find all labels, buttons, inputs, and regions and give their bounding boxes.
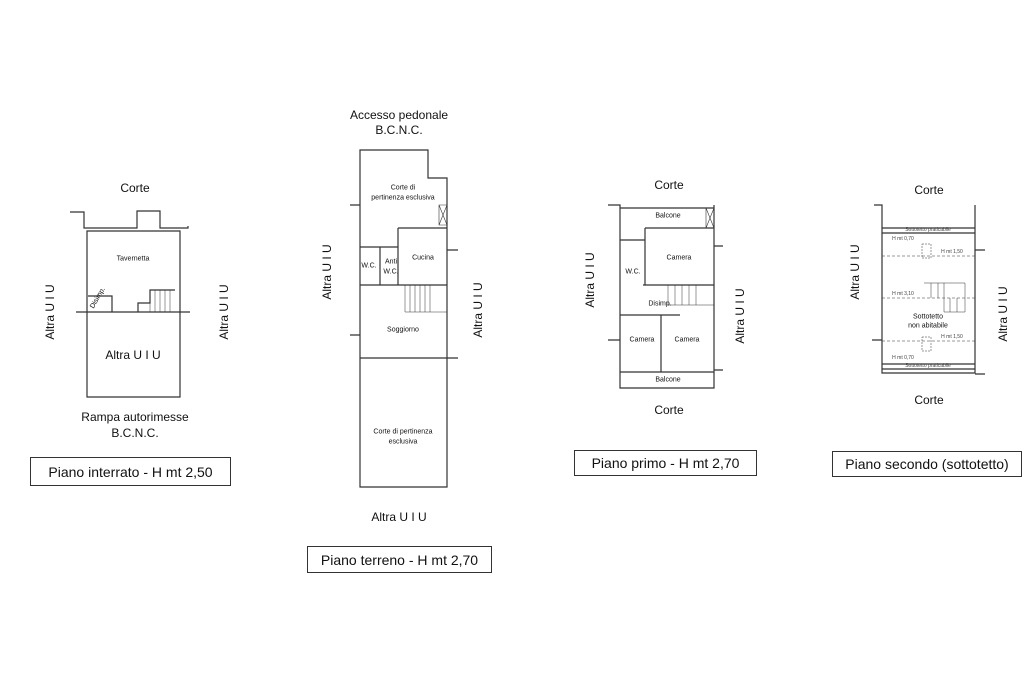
- room-corte-1: Corte di: [390, 184, 416, 192]
- height-label: H mt 0,70: [892, 236, 914, 242]
- plan-terreno-walls: [350, 149, 458, 488]
- room-sottotetto-1: Sottotetto: [913, 313, 943, 321]
- room-tavernetta: Tavernetta: [116, 255, 150, 263]
- band-top: Sottotetto praticabile: [905, 227, 951, 233]
- room-anti: Anti: [384, 258, 398, 266]
- room-wc: W.C.: [625, 268, 641, 276]
- plan-4-left-label: Altra U I U: [848, 244, 862, 300]
- room-sottotetto-2: non abitabile: [908, 322, 948, 330]
- plan-1-title: Piano interrato - H mt 2,50: [30, 457, 231, 486]
- height-label: H mt 3,10: [892, 291, 914, 297]
- band-bottom: Sottotetto praticabile: [905, 363, 951, 369]
- plan-4-bottom-label: Corte: [914, 393, 944, 407]
- room-corte-bottom-1: Corte di pertinenza: [373, 428, 433, 436]
- plan-2-left-label: Altra U I U: [320, 244, 334, 300]
- plan-1-left-label: Altra U I U: [43, 284, 57, 340]
- plan-1-top-label: Corte: [120, 181, 150, 195]
- room-camera-3: Camera: [674, 336, 700, 344]
- height-label: H mt 0,70: [892, 355, 914, 361]
- room-balcone-top: Balcone: [655, 212, 681, 220]
- room-soggiorno: Soggiorno: [387, 326, 419, 334]
- room-altra-uiu: Altra U I U: [105, 348, 161, 362]
- plan-4-top-label: Corte: [914, 183, 944, 197]
- plan-4-title: Piano secondo (sottotetto): [832, 451, 1022, 477]
- room-camera-2: Camera: [629, 336, 655, 344]
- plan-2-top-label: Accesso pedonale: [349, 108, 449, 122]
- room-wc: W.C.: [361, 262, 377, 270]
- plan-primo-walls: [608, 204, 723, 389]
- room-anti-wc: W.C.: [383, 268, 399, 276]
- room-cucina: Cucina: [412, 254, 434, 262]
- plan-1-bottom-label-2: B.C.N.C.: [111, 426, 159, 440]
- plan-2-title: Piano terreno - H mt 2,70: [307, 546, 492, 573]
- room-corte-bottom-2: esclusiva: [388, 438, 418, 446]
- plan-3-bottom-label: Corte: [654, 403, 684, 417]
- plan-1-bottom-label: Rampa autorimesse: [81, 410, 189, 424]
- plan-3-title: Piano primo - H mt 2,70: [574, 450, 757, 476]
- height-label: H mt 1,50: [941, 249, 963, 255]
- room-corte-2: pertinenza esclusiva: [371, 194, 435, 202]
- plan-3-right-label: Altra U I U: [733, 288, 747, 344]
- height-label: H mt 1,50: [941, 334, 963, 340]
- plan-3-left-label: Altra U I U: [583, 252, 597, 308]
- room-balcone-bottom: Balcone: [655, 376, 681, 384]
- plan-interrato-walls: [70, 210, 190, 398]
- room-camera-1: Camera: [666, 254, 692, 262]
- room-disimp: Disimp.: [648, 300, 672, 308]
- plan-2-bottom-label: Altra U I U: [371, 510, 427, 524]
- plan-secondo-walls: [872, 204, 985, 375]
- plan-3-top-label: Corte: [654, 178, 684, 192]
- plan-1-right-label: Altra U I U: [217, 284, 231, 340]
- plan-4-right-label: Altra U I U: [996, 286, 1010, 342]
- plan-2-right-label: Altra U I U: [471, 282, 485, 338]
- plan-2-top-label-2: B.C.N.C.: [375, 123, 423, 137]
